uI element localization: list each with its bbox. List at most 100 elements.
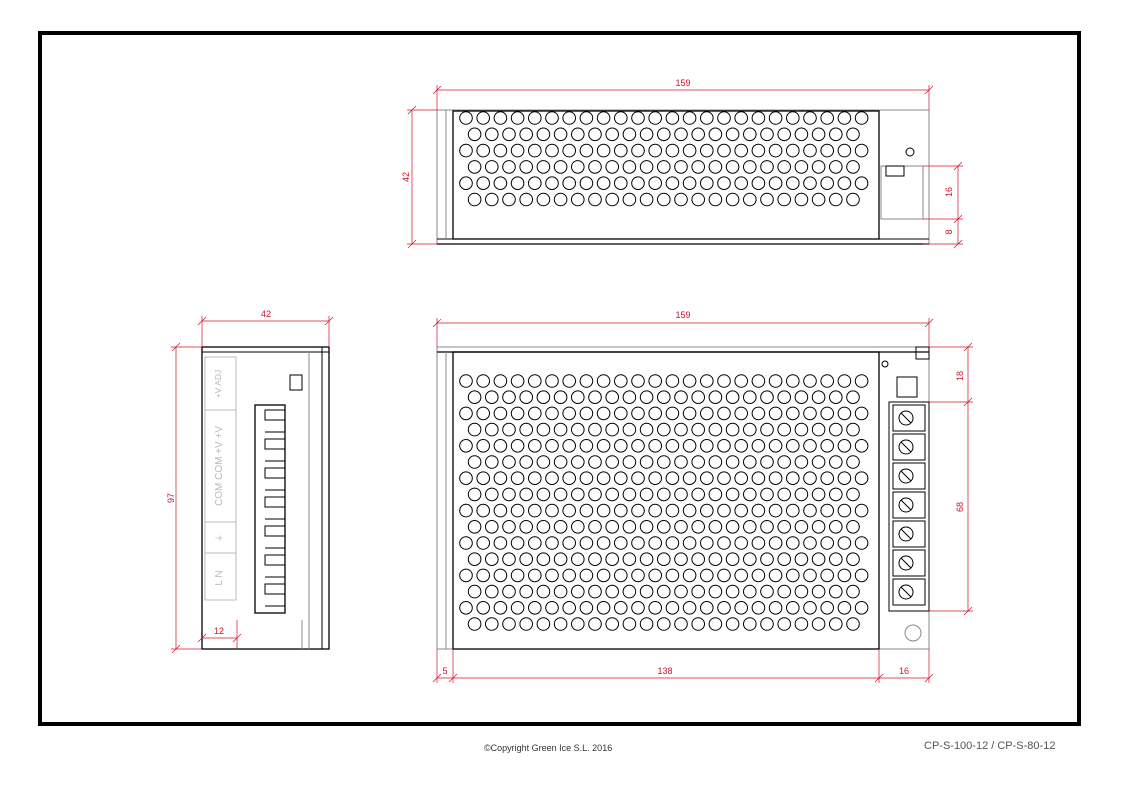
vent-hole: [657, 422, 671, 437]
vent-hole: [665, 536, 680, 550]
vent-hole: [751, 176, 766, 190]
vent-hole: [691, 584, 706, 599]
terminal-screws: [892, 404, 926, 606]
terminal-cell: [892, 462, 926, 490]
vent-hole: [734, 111, 749, 125]
vent-hole: [553, 584, 568, 599]
vent-hole: [734, 439, 749, 453]
vent-hole: [734, 471, 749, 486]
vent-hole: [553, 160, 568, 174]
vent-hole: [493, 111, 508, 125]
vent-hole: [846, 422, 860, 437]
vent-hole: [657, 487, 671, 502]
vent-hole: [665, 601, 680, 615]
vent-hole: [820, 439, 835, 453]
vent-hole: [596, 471, 611, 486]
vent-hole: [571, 160, 585, 174]
vent-hole: [648, 406, 663, 421]
vent-hole: [768, 471, 783, 486]
front-view-vent-holes: [459, 374, 869, 631]
vent-hole: [743, 584, 757, 599]
vent-hole: [768, 439, 783, 453]
screw-slot: [900, 470, 912, 482]
vent-hole: [485, 617, 499, 631]
vent-hole: [657, 455, 671, 469]
vent-hole: [459, 374, 473, 388]
vent-hole: [829, 520, 843, 534]
vent-hole: [596, 176, 611, 190]
vent-hole: [545, 601, 559, 615]
vent-hole: [639, 584, 654, 599]
vent-hole: [553, 552, 568, 567]
vent-hole: [502, 160, 516, 174]
vent-hole: [519, 192, 534, 207]
vent-hole: [459, 471, 473, 486]
side-view-terminal-slots: [264, 409, 285, 607]
vent-hole: [657, 390, 671, 405]
vent-hole: [725, 422, 740, 437]
vent-hole: [803, 439, 817, 453]
vent-hole: [648, 176, 663, 190]
vent-hole: [459, 143, 473, 158]
side-view-terminal-depth-label: 12: [214, 626, 224, 636]
vent-hole: [786, 471, 800, 486]
vent-hole: [837, 374, 852, 388]
vent-hole: [691, 160, 706, 174]
vent-hole: [674, 160, 688, 174]
vent-hole: [562, 536, 577, 550]
vent-hole: [631, 471, 645, 486]
vent-hole: [579, 406, 594, 421]
vent-hole: [837, 406, 852, 421]
vent-hole: [682, 471, 697, 486]
vent-hole: [467, 422, 482, 437]
vent-hole: [803, 406, 817, 421]
vent-hole: [502, 552, 516, 567]
vent-hole: [648, 439, 663, 453]
vent-hole: [674, 192, 688, 207]
vent-hole: [605, 390, 620, 405]
vent-hole: [674, 487, 688, 502]
vent-hole: [467, 617, 482, 631]
vent-hole: [493, 471, 508, 486]
vent-hole: [588, 487, 602, 502]
vent-hole: [854, 406, 869, 421]
vent-hole: [786, 176, 800, 190]
vent-hole: [485, 390, 499, 405]
vent-hole: [760, 192, 774, 207]
vent-hole: [605, 520, 620, 534]
vent-hole: [777, 422, 792, 437]
vent-hole: [614, 111, 628, 125]
vent-hole: [467, 192, 482, 207]
vent-hole: [751, 406, 766, 421]
vent-hole: [674, 552, 688, 567]
vent-hole: [510, 111, 525, 125]
vent-hole: [528, 439, 542, 453]
vent-hole: [622, 617, 637, 631]
vent-hole: [811, 127, 826, 142]
vent-hole: [665, 471, 680, 486]
top-view-slot-offset-label: 8: [944, 229, 954, 234]
vent-hole: [820, 568, 835, 583]
vent-hole: [768, 601, 783, 615]
vent-hole: [777, 160, 792, 174]
vent-hole: [528, 503, 542, 518]
vent-hole: [734, 143, 749, 158]
vent-hole: [854, 568, 869, 583]
vent-hole: [639, 192, 654, 207]
vent-hole: [648, 143, 663, 158]
front-view-top-margin-label: 18: [955, 371, 965, 381]
side-view-width-label: 42: [261, 309, 271, 319]
vent-hole: [768, 143, 783, 158]
vent-hole: [734, 601, 749, 615]
vent-hole: [811, 422, 826, 437]
vent-hole: [536, 422, 551, 437]
vent-hole: [493, 568, 508, 583]
vent-hole: [846, 390, 860, 405]
vent-hole: [579, 143, 594, 158]
top-view: [436, 109, 930, 245]
vent-hole: [682, 503, 697, 518]
vent-hole: [786, 111, 800, 125]
vent-hole: [734, 176, 749, 190]
vent-hole: [743, 487, 757, 502]
